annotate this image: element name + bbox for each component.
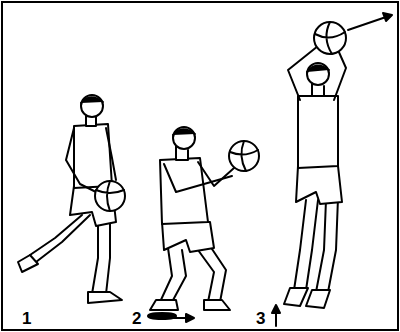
shorts bbox=[162, 222, 214, 252]
ball-flight-arrow bbox=[348, 17, 386, 30]
player-figure bbox=[148, 127, 259, 322]
player-figure bbox=[18, 95, 125, 303]
basketball bbox=[229, 141, 259, 171]
leg bbox=[294, 200, 306, 290]
shorts bbox=[296, 166, 342, 204]
leg bbox=[316, 200, 326, 292]
player-figure bbox=[272, 13, 392, 326]
head bbox=[307, 63, 329, 85]
arm bbox=[164, 164, 232, 192]
leg bbox=[198, 250, 214, 302]
step-number: 3 bbox=[256, 310, 265, 327]
front-leg bbox=[92, 218, 98, 294]
leg bbox=[172, 250, 186, 302]
basketball bbox=[314, 22, 346, 54]
shoe bbox=[88, 292, 122, 303]
back-leg bbox=[36, 215, 90, 262]
leg bbox=[210, 246, 226, 302]
ball-seam bbox=[230, 141, 258, 171]
basketball bbox=[95, 181, 125, 211]
step-number: 2 bbox=[132, 310, 141, 327]
head bbox=[173, 127, 195, 149]
arm bbox=[198, 162, 234, 186]
hair bbox=[307, 65, 329, 72]
arm bbox=[106, 128, 116, 180]
arm bbox=[66, 128, 96, 192]
back-leg bbox=[30, 215, 82, 255]
shoe bbox=[18, 255, 38, 272]
shoe bbox=[204, 300, 230, 310]
arrowhead bbox=[186, 314, 194, 322]
step-number: 1 bbox=[22, 310, 31, 327]
arrowhead bbox=[383, 13, 392, 21]
head bbox=[81, 95, 103, 117]
hair bbox=[173, 129, 195, 135]
jersey bbox=[298, 96, 338, 168]
hair bbox=[81, 97, 103, 103]
leg bbox=[328, 198, 338, 292]
shoe bbox=[284, 288, 308, 306]
front-leg bbox=[106, 220, 110, 294]
leg bbox=[160, 248, 172, 302]
ball-seam bbox=[96, 181, 124, 211]
arm bbox=[334, 50, 346, 100]
shoe bbox=[150, 300, 178, 310]
leg bbox=[306, 200, 318, 290]
ball-seam bbox=[315, 22, 345, 54]
shoe bbox=[306, 290, 330, 308]
arrowhead bbox=[272, 305, 280, 313]
border bbox=[2, 2, 398, 330]
